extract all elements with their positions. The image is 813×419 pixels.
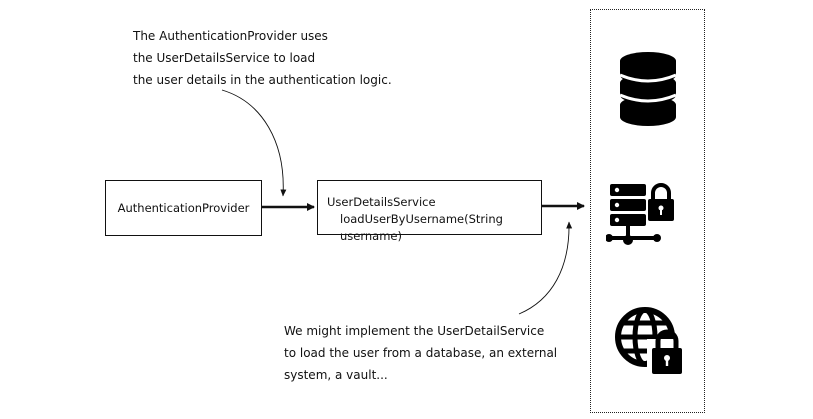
authentication-provider-box: AuthenticationProvider (105, 180, 262, 236)
note-line: to load the user from a database, an ext… (284, 346, 558, 360)
storage-options-panel (590, 9, 705, 413)
note-line: We might implement the UserDetailService (284, 324, 545, 338)
note-line: system, a vault... (284, 368, 388, 382)
server-lock-icon (606, 183, 674, 245)
user-details-service-box: UserDetailsService loadUserByUsername(St… (317, 180, 542, 243)
user-details-service-label: UserDetailsService (327, 195, 436, 209)
authentication-provider-label: AuthenticationProvider (117, 201, 250, 215)
user-detail-service-note: We might implement the UserDetailService… (284, 320, 557, 386)
top-note-pointer (221, 89, 287, 197)
load-user-method-label: loadUserByUsername(String username) (340, 212, 503, 243)
note-line: the UserDetailsService to load (133, 51, 316, 65)
globe-lock-icon (615, 307, 687, 377)
note-line: The AuthenticationProvider uses (133, 29, 328, 43)
database-icon (619, 52, 677, 126)
bottom-note-pointer (518, 221, 573, 315)
authentication-provider-note: The AuthenticationProvider uses the User… (133, 25, 392, 91)
note-line: the user details in the authentication l… (133, 73, 392, 87)
